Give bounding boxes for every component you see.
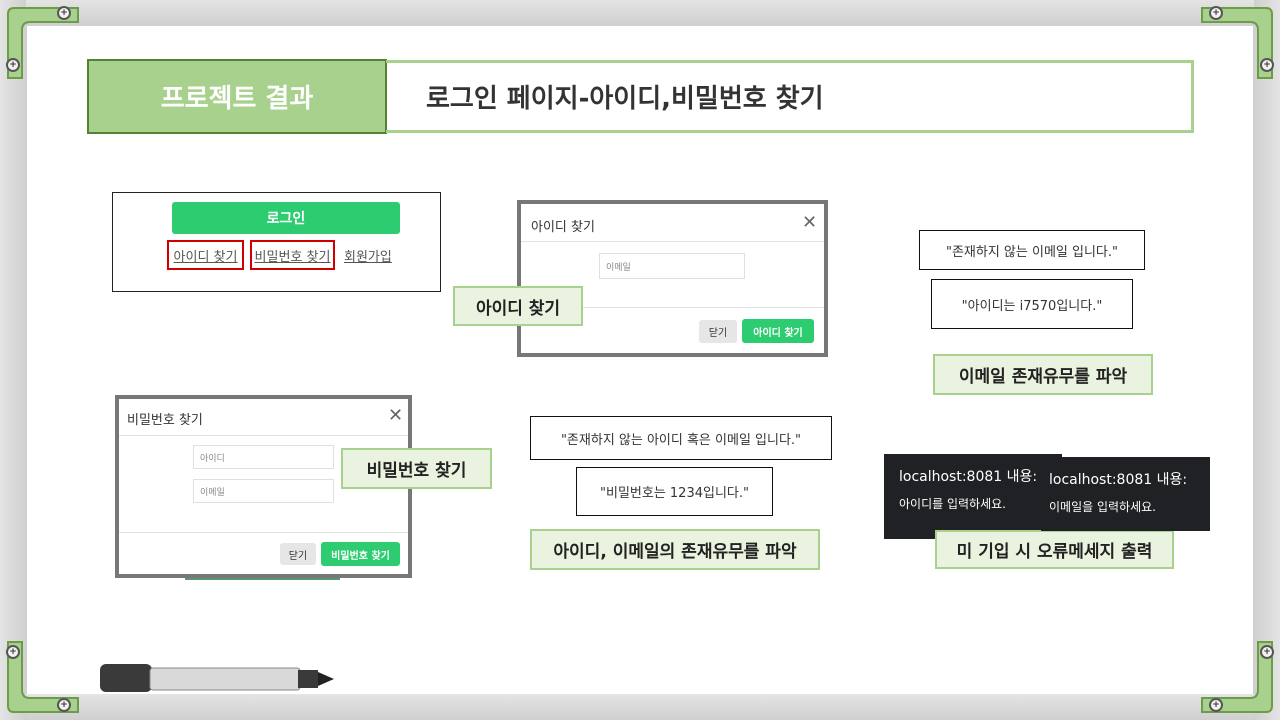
callout-id-email-check: 아이디, 이메일의 존재유무를 파악 <box>530 529 820 570</box>
screw-icon: + <box>57 698 71 712</box>
message-email-not-exist: "존재하지 않는 이메일 입니다." <box>919 230 1145 270</box>
message-id-result: "아이디는 i7570입니다." <box>931 279 1133 329</box>
callout-error-message: 미 기입 시 오류메세지 출력 <box>935 530 1174 569</box>
marker-icon <box>98 660 338 696</box>
screw-icon: + <box>1209 698 1223 712</box>
alert-dialog: localhost:8081 내용: 이메일을 입력하세요. <box>1041 457 1210 531</box>
modal-divider <box>521 307 824 308</box>
frame-right <box>1254 0 1280 720</box>
alert-title: localhost:8081 내용: <box>1049 472 1188 488</box>
modal-divider <box>119 435 408 436</box>
email-input[interactable]: 이메일 <box>193 479 334 503</box>
close-button[interactable]: 닫기 <box>699 320 737 343</box>
frame-bottom <box>0 694 1280 720</box>
page-title-text: 로그인 페이지-아이디,비밀번호 찾기 <box>426 84 824 114</box>
close-button[interactable]: 닫기 <box>280 543 316 565</box>
find-password-submit-button[interactable]: 비밀번호 찾기 <box>321 542 400 566</box>
callout-find-id: 아이디 찾기 <box>453 286 583 326</box>
id-input[interactable]: 아이디 <box>193 445 334 469</box>
message-id-email-not-exist: "존재하지 않는 아이디 혹은 이메일 입니다." <box>530 416 832 460</box>
modal-divider <box>521 241 824 242</box>
callout-email-check: 이메일 존재유무를 파악 <box>933 354 1153 395</box>
close-icon[interactable]: ✕ <box>388 405 404 426</box>
callout-find-password: 비밀번호 찾기 <box>341 448 492 489</box>
frame-top <box>0 0 1280 26</box>
frame-left <box>0 0 26 720</box>
alert-message: 아이디를 입력하세요. <box>899 497 1006 511</box>
screw-icon: + <box>6 58 20 72</box>
find-id-link[interactable]: 아이디 찾기 <box>167 240 244 270</box>
screw-icon: + <box>1209 6 1223 20</box>
alert-dialog: localhost:8081 내용: 아이디를 입력하세요. <box>884 454 1062 539</box>
section-label: 프로젝트 결과 <box>87 59 387 134</box>
message-password-result: "비밀번호는 1234입니다." <box>576 467 773 516</box>
alert-title: localhost:8081 내용: <box>899 469 1038 485</box>
find-password-modal-title: 비밀번호 찾기 <box>127 413 203 428</box>
email-input[interactable]: 이메일 <box>599 253 745 279</box>
screw-icon: + <box>57 6 71 20</box>
screw-icon: + <box>1260 58 1274 72</box>
screw-icon: + <box>1260 645 1274 659</box>
signup-link[interactable]: 회원가입 <box>344 250 392 265</box>
login-button[interactable]: 로그인 <box>172 202 400 234</box>
modal-divider <box>119 532 408 533</box>
alert-message: 이메일을 입력하세요. <box>1049 500 1156 514</box>
find-id-modal-title: 아이디 찾기 <box>531 220 595 235</box>
close-icon[interactable]: ✕ <box>802 212 818 233</box>
find-id-submit-button[interactable]: 아이디 찾기 <box>742 319 814 343</box>
find-password-link[interactable]: 비밀번호 찾기 <box>250 240 335 270</box>
page-title: 로그인 페이지-아이디,비밀번호 찾기 <box>386 60 1194 133</box>
screw-icon: + <box>6 645 20 659</box>
